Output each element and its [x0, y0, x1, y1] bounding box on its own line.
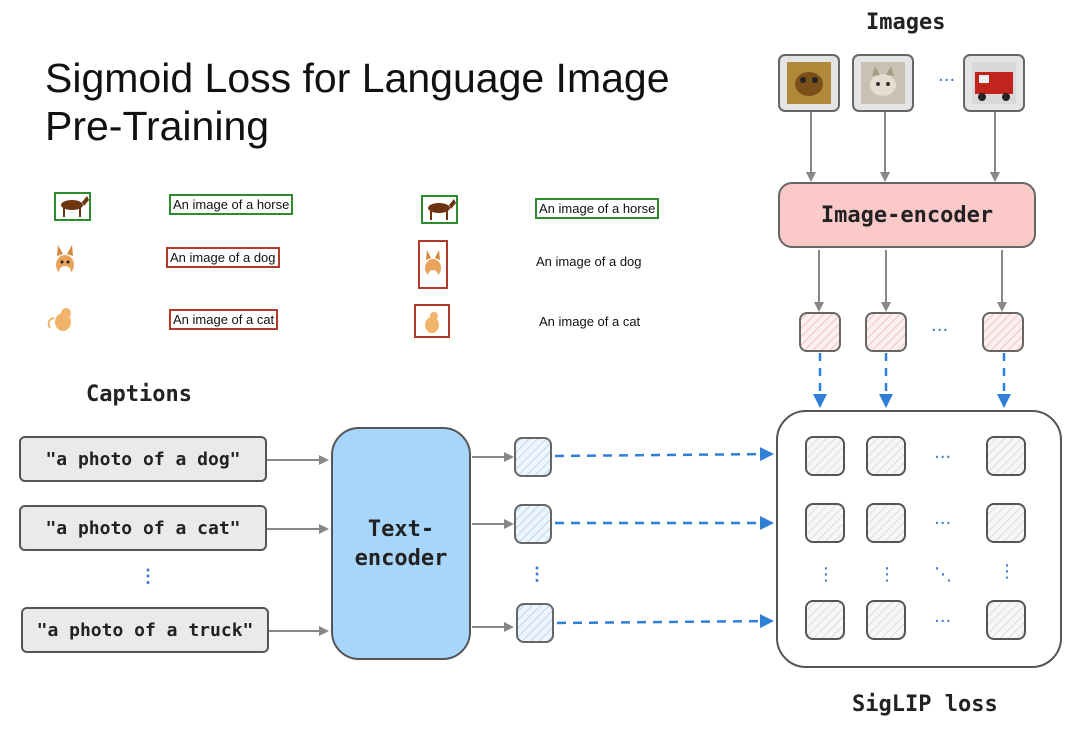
text-embedding — [514, 504, 552, 544]
image-thumb-truck — [963, 54, 1025, 112]
image-thumb-cat — [852, 54, 914, 112]
example-label-cat-left: An image of a cat — [169, 309, 279, 330]
embedding-ellipsis: ··· — [931, 320, 948, 341]
loss-label: SigLIP loss — [852, 692, 998, 717]
example-label-dog-left: An image of a dog — [166, 247, 280, 268]
text-embedding-ellipsis: ⋮ — [528, 564, 546, 584]
example-label-horse-left: An image of a horse — [169, 194, 294, 215]
caption-cat: "a photo of a cat" — [19, 505, 267, 551]
example-label-cat-right: An image of a cat — [539, 314, 641, 329]
example-label-horse-right: An image of a horse — [535, 198, 660, 219]
caption-dog: "a photo of a dog" — [19, 436, 267, 482]
title-line-2: Pre-Training — [45, 103, 270, 149]
siglip-loss-matrix — [776, 410, 1062, 668]
image-embedding — [865, 312, 907, 352]
caption-truck: "a photo of a truck" — [21, 607, 269, 653]
text-embedding — [516, 603, 554, 643]
page-title: Sigmoid Loss for Language Image Pre-Trai… — [45, 54, 670, 150]
captions-heading: Captions — [86, 382, 192, 407]
image-encoder: Image-encoder — [778, 182, 1036, 248]
image-embedding — [982, 312, 1024, 352]
image-thumb-dog — [778, 54, 840, 112]
image-ellipsis: ··· — [938, 70, 955, 91]
text-embedding — [514, 437, 552, 477]
text-encoder: Text- encoder — [331, 427, 471, 660]
title-line-1: Sigmoid Loss for Language Image — [45, 55, 670, 101]
image-embedding — [799, 312, 841, 352]
caption-ellipsis: ⋮ — [139, 566, 157, 586]
example-label-dog-right: An image of a dog — [536, 254, 642, 269]
images-heading: Images — [866, 10, 946, 35]
